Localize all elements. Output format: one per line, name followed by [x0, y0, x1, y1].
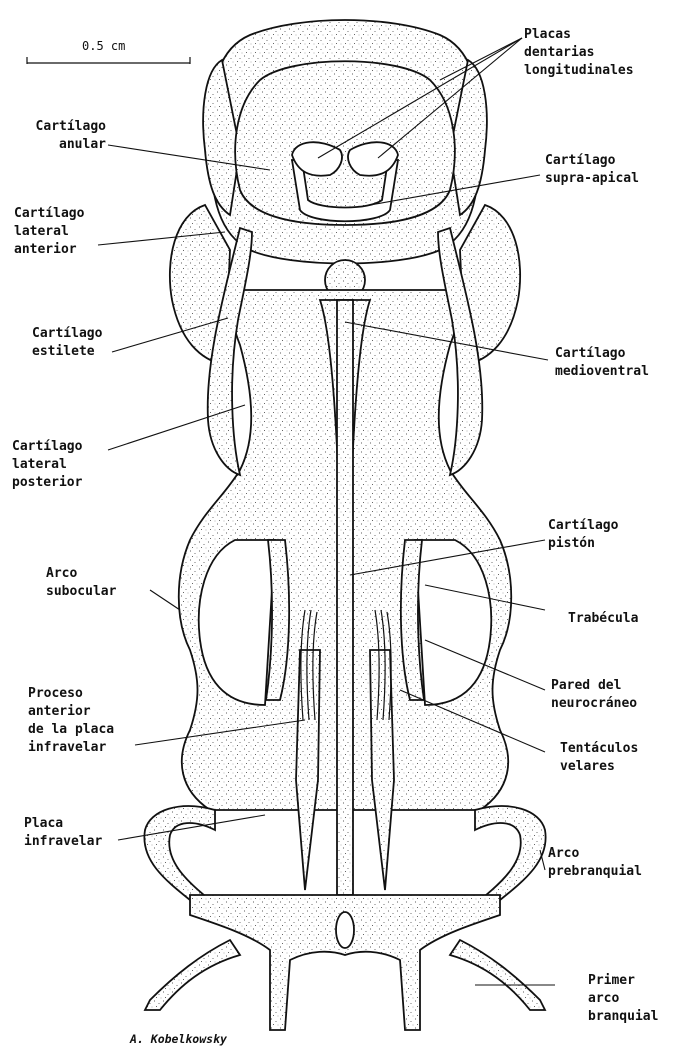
- scale-bar-label: 0.5 cm: [82, 37, 125, 55]
- scale-bar: [27, 57, 190, 64]
- piston-cartilage: [337, 300, 353, 895]
- label-cartilago-piston: Cartílago pistón: [548, 517, 618, 553]
- label-cartilago-medioventral: Cartílago medioventral: [555, 345, 649, 381]
- first-branchial-arch-left: [145, 940, 240, 1010]
- label-cartilago-anular: Cartílago anular: [30, 118, 106, 154]
- basket-opening: [336, 912, 354, 948]
- label-trabecula: Trabécula: [568, 610, 638, 628]
- label-tentaculos-velares: Tentáculos velares: [560, 740, 638, 776]
- label-cartilago-estilete: Cartílago estilete: [32, 325, 102, 361]
- label-placa-infravelar: Placa infravelar: [24, 815, 102, 851]
- prebranchial-arch-right: [475, 806, 546, 900]
- label-arco-prebranquial: Arco prebranquial: [548, 845, 642, 881]
- first-branchial-arch-right: [450, 940, 545, 1010]
- label-pared-neurocraneo: Pared del neurocráneo: [551, 677, 637, 713]
- infravelar-prong-left: [296, 650, 320, 890]
- label-cartilago-lateral-anterior: Cartílago lateral anterior: [14, 205, 84, 259]
- label-primer-arco-branquial: Primer arco branquial: [588, 972, 658, 1026]
- inner-ring: [235, 61, 455, 225]
- prebranchial-arch-left: [144, 806, 215, 900]
- label-placas-dentarias: Placas dentarias longitudinales: [524, 26, 634, 80]
- author-credit: A. Kobelkowsky: [130, 1030, 227, 1048]
- label-cartilago-supra-apical: Cartílago supra-apical: [545, 152, 639, 188]
- label-cartilago-lateral-posterior: Cartílago lateral posterior: [12, 438, 82, 492]
- label-arco-subocular: Arco subocular: [46, 565, 116, 601]
- label-proceso-anterior: Proceso anterior de la placa infravelar: [28, 685, 114, 757]
